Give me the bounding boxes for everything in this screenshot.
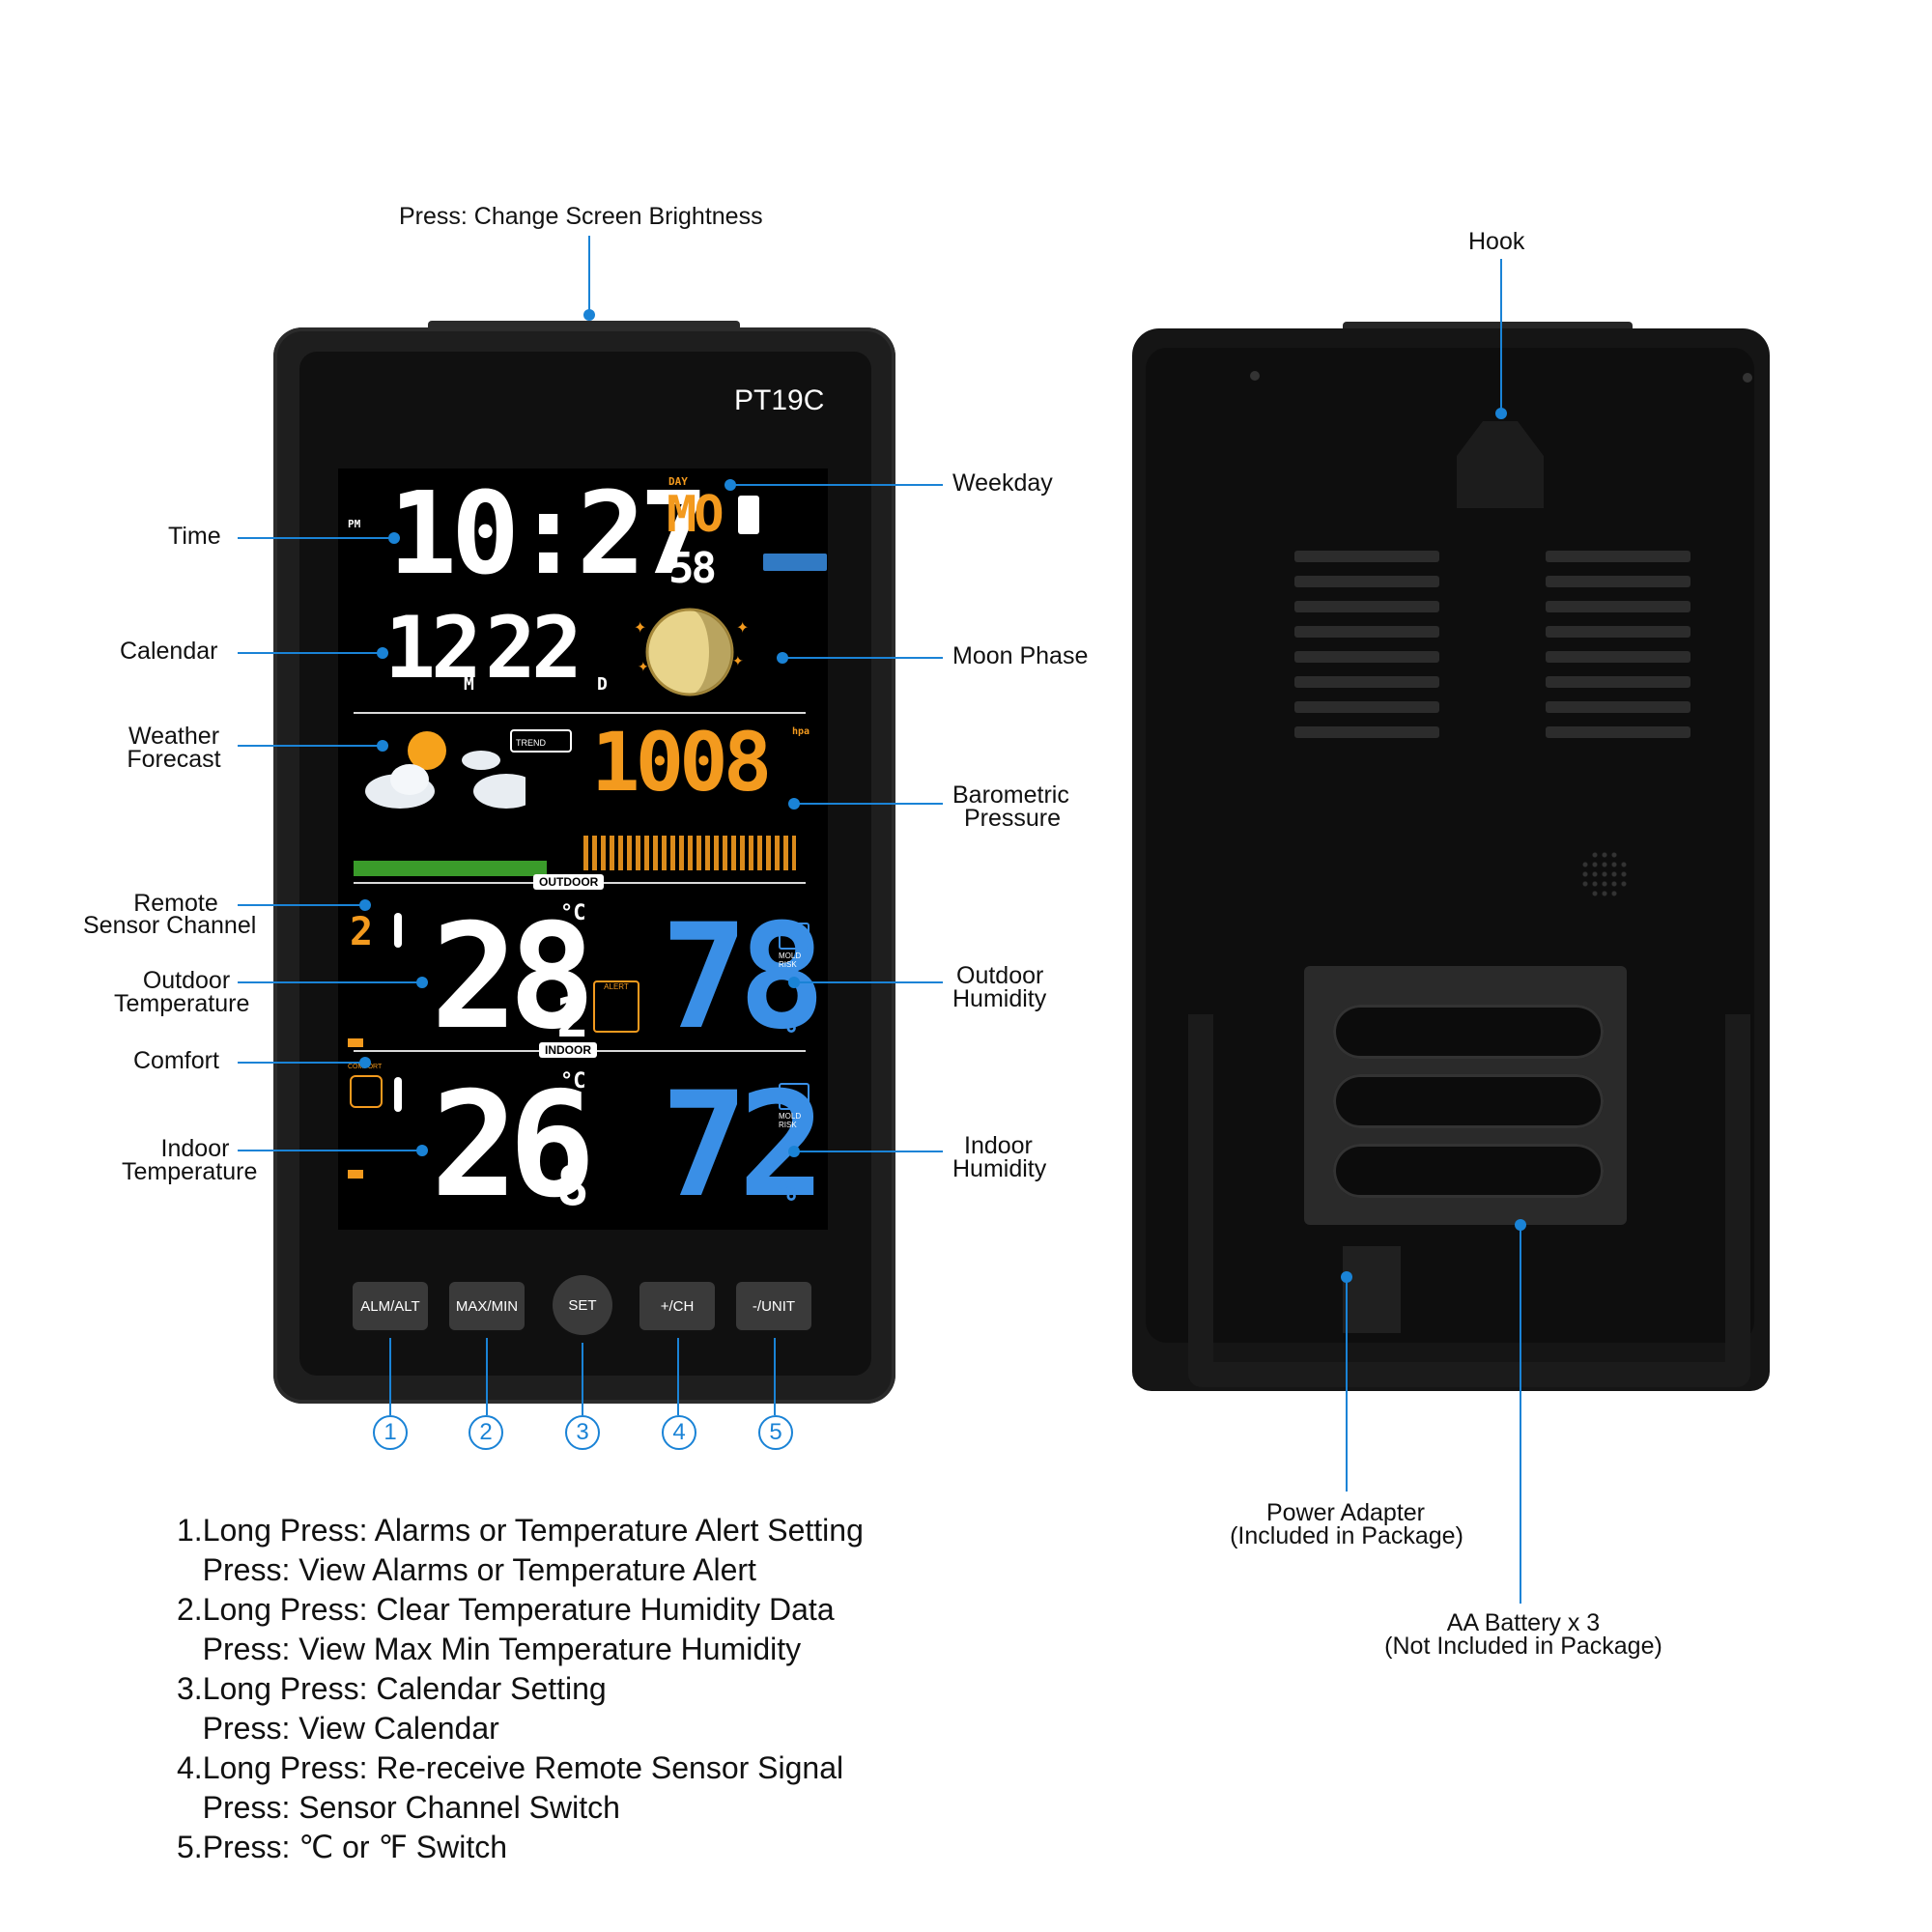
instruction-4: 4.Long Press: Re-receive Remote Sensor S… [177,1750,844,1785]
outdoor-humidity-callout-line1: Outdoor [956,962,1044,989]
screw-left [1250,371,1260,381]
power-callout-line1: Power Adapter [1266,1499,1425,1526]
outdoor-temp-display: 28 [431,894,596,1062]
unit-button[interactable]: -/UNIT [736,1282,811,1330]
max-min-button[interactable]: MAX/MIN [449,1282,525,1330]
day-display: 22 [485,598,582,697]
instruction-2: 2.Long Press: Clear Temperature Humidity… [177,1592,835,1627]
pressure-history-bars [583,836,796,870]
month-display: 12 [384,598,482,697]
weekday-callout: Weekday [952,469,1053,497]
battery-slot-1 [1333,1005,1604,1059]
outdoor-temp-unit: °C [560,901,586,925]
power-port [1343,1246,1401,1333]
divider-1 [354,712,806,714]
indoor-humidity-display: 72 [661,1062,826,1230]
instruction-3b: Press: View Calendar [177,1711,499,1746]
pm-indicator: PM [348,518,361,530]
weather-forecast-icon [365,731,526,809]
instruction-1b: Press: View Alarms or Temperature Alert [177,1552,756,1587]
alm-alt-button[interactable]: ALM/ALT [353,1282,428,1330]
indoor-temp-decimal: 8 [556,1155,589,1218]
indoor-temp-callout-line2: Temperature [122,1158,258,1185]
indoor-thermometer-icon [394,1077,402,1112]
seconds-display: 58 [668,544,717,593]
kickstand [1188,1014,1750,1387]
indoor-temp-callout-line1: Indoor [160,1135,230,1162]
outdoor-thermometer-icon [394,913,402,948]
instruction-1: 1.Long Press: Alarms or Temperature Aler… [177,1513,864,1548]
button-number-1: 1 [373,1415,408,1450]
alert-icon: ALERT [593,980,639,1033]
pressure-display: 1008 [591,715,772,810]
button-number-3: 3 [565,1415,600,1450]
dst-icon [738,496,759,534]
comfort-face-icon [350,1075,383,1108]
comfort-callout: Comfort [133,1047,219,1074]
indoor-battery-icon [348,1170,363,1179]
battery-callout-line2: (Not Included in Package) [1384,1633,1662,1660]
time-display: 10:27 [388,467,708,600]
indoor-temp-unit: °C [560,1069,586,1094]
channel-display: 2 [350,910,374,954]
set-button[interactable]: SET [553,1275,612,1335]
svg-text:✦: ✦ [634,620,646,637]
instruction-2b: Press: View Max Min Temperature Humidity [177,1632,802,1666]
model-name: PT19C [734,384,825,416]
indoor-tag: INDOOR [539,1042,597,1058]
moon-icon: ✦ ✦ ✦ ✦ [634,608,749,696]
lcd-screen: PM 10:27 DAY MO 58 12 M 22 D ✦ ✦ ✦ ✦ TRE… [338,469,828,1230]
button-number-4: 4 [662,1415,696,1450]
pressure-unit: hpa [792,726,810,737]
battery-callout-line1: AA Battery x 3 [1446,1609,1601,1636]
hook-callout: Hook [1468,228,1525,255]
remote-callout-line1: Remote [133,890,218,917]
alarm-indicators [763,554,827,571]
moon-phase-callout: Moon Phase [952,642,1089,669]
screw-right [1743,373,1752,383]
speaker-grille [1580,850,1629,898]
brightness-callout: Press: Change Screen Brightness [399,203,763,230]
weather-callout-line1: Weather [128,723,220,750]
indoor-trend-icon [779,1083,810,1110]
outdoor-temp-decimal: 2 [556,987,589,1050]
outdoor-mold-risk: MOLD RISK [779,952,802,969]
button-number-5: 5 [758,1415,793,1450]
outdoor-battery-icon [348,1038,363,1047]
indoor-humidity-callout-line1: Indoor [964,1132,1033,1159]
indoor-mold-risk: MOLD RISK [779,1112,802,1129]
barometric-callout-line2: Pressure [964,805,1062,832]
remote-callout-line2: Sensor Channel [83,912,257,939]
button-number-2: 2 [469,1415,503,1450]
outdoor-tag: OUTDOOR [533,874,605,890]
instruction-5: 5.Press: ℃ or ℉ Switch [177,1830,508,1864]
battery-slot-2 [1333,1074,1604,1128]
outdoor-trend-icon [779,923,810,950]
day-suffix: D [597,674,608,695]
grass-bar [354,861,547,876]
svg-text:✦: ✦ [736,620,749,637]
outdoor-humidity-callout-line2: Humidity [952,985,1047,1012]
instruction-4b: Press: Sensor Channel Switch [177,1790,620,1825]
outdoor-temp-callout-line1: Outdoor [142,967,231,994]
svg-text:✦: ✦ [732,653,744,668]
instruction-3: 3.Long Press: Calendar Setting [177,1671,607,1706]
month-suffix: M [464,674,474,695]
day-label: DAY [668,475,688,488]
power-callout-line2: (Included in Package) [1230,1522,1463,1549]
outdoor-temp-callout-line2: Temperature [114,990,250,1017]
indoor-temp-display: 26 [431,1062,596,1230]
indoor-humidity-percent: % [779,1175,797,1208]
outdoor-humidity-percent: % [779,1007,797,1040]
barometric-callout-line1: Barometric [952,781,1069,809]
trend-indicator: TREND [510,729,572,753]
weather-callout-line2: Forecast [127,746,221,773]
calendar-callout: Calendar [120,638,218,665]
svg-text:✦: ✦ [638,659,649,674]
indoor-humidity-callout-line2: Humidity [952,1155,1047,1182]
time-callout: Time [168,523,221,550]
ch-button[interactable]: +/CH [639,1282,715,1330]
battery-slot-3 [1333,1144,1604,1198]
weekday-display: MO [667,486,724,544]
